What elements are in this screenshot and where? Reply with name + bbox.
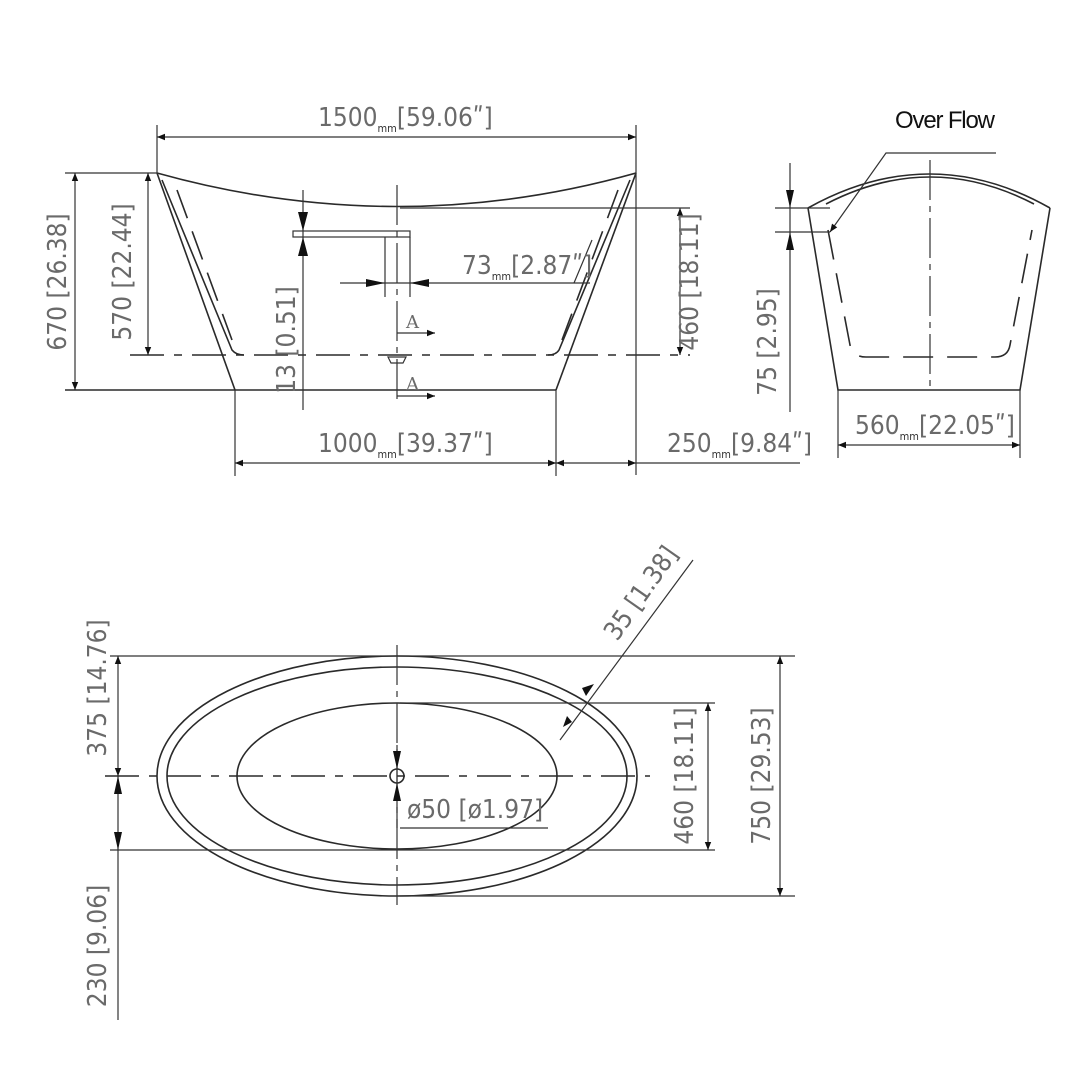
- drain-icon: [387, 356, 407, 364]
- overflow-label: Over Flow: [895, 107, 996, 134]
- rim-thickness-line: [559, 559, 694, 741]
- depth-label: 460 [18.11]: [675, 213, 705, 350]
- overall-height-label: 670 [26.38]: [43, 213, 73, 350]
- arrow: [114, 776, 122, 850]
- overflow-leader: [829, 152, 996, 233]
- top-view: 750 [29.53] 460 [18.11] 375 [14.76] 230 …: [83, 541, 795, 1020]
- arrow: [582, 684, 594, 696]
- half-width-label: 375 [14.76]: [83, 619, 113, 756]
- side-view: Over Flow 75 [2.95] 560mm[22.05ʺ]: [753, 107, 1051, 458]
- drain-offset-label: 230 [9.06]: [83, 885, 113, 1007]
- section-marker-top: A: [405, 312, 420, 333]
- tub-outer-left: [156, 172, 236, 391]
- faucet-bar: [292, 230, 411, 238]
- base-length-label: 1000mm[39.37ʺ]: [318, 429, 493, 461]
- side-outer: [807, 207, 1051, 391]
- tub-hidden-right: [561, 189, 619, 341]
- arrow: [563, 716, 572, 727]
- overhang-label: 250mm[9.84ʺ]: [667, 429, 812, 461]
- side-width-label: 560mm[22.05ʺ]: [855, 411, 1015, 443]
- overall-width-label: 750 [29.53]: [747, 707, 777, 844]
- side-rim: [807, 173, 1051, 209]
- faucet-width-label: 73mm[2.87ʺ]: [462, 251, 592, 283]
- drain-offset-label: 13 [0.51]: [272, 286, 302, 394]
- arrow: [393, 751, 401, 801]
- overflow-height-label: 75 [2.95]: [753, 288, 783, 396]
- arrow: [366, 279, 429, 287]
- arrow: [786, 190, 794, 250]
- section-marker-bottom: A: [405, 374, 420, 395]
- drain-diameter-label: ø50 [ø1.97]: [407, 795, 543, 825]
- inner-height-label: 570 [22.44]: [108, 203, 138, 340]
- arrow: [298, 212, 308, 256]
- leader: [573, 239, 593, 284]
- length-dimension-label: 1500mm[59.06ʺ]: [318, 103, 493, 135]
- front-view: 1500mm[59.06ʺ] 670 [26.38] 570 [22.44] 4…: [43, 103, 812, 476]
- tub-inner-left: [161, 179, 245, 356]
- tub-hidden-left: [176, 189, 233, 341]
- inner-width-label: 460 [18.11]: [670, 707, 700, 844]
- tub-outer-right: [555, 172, 637, 391]
